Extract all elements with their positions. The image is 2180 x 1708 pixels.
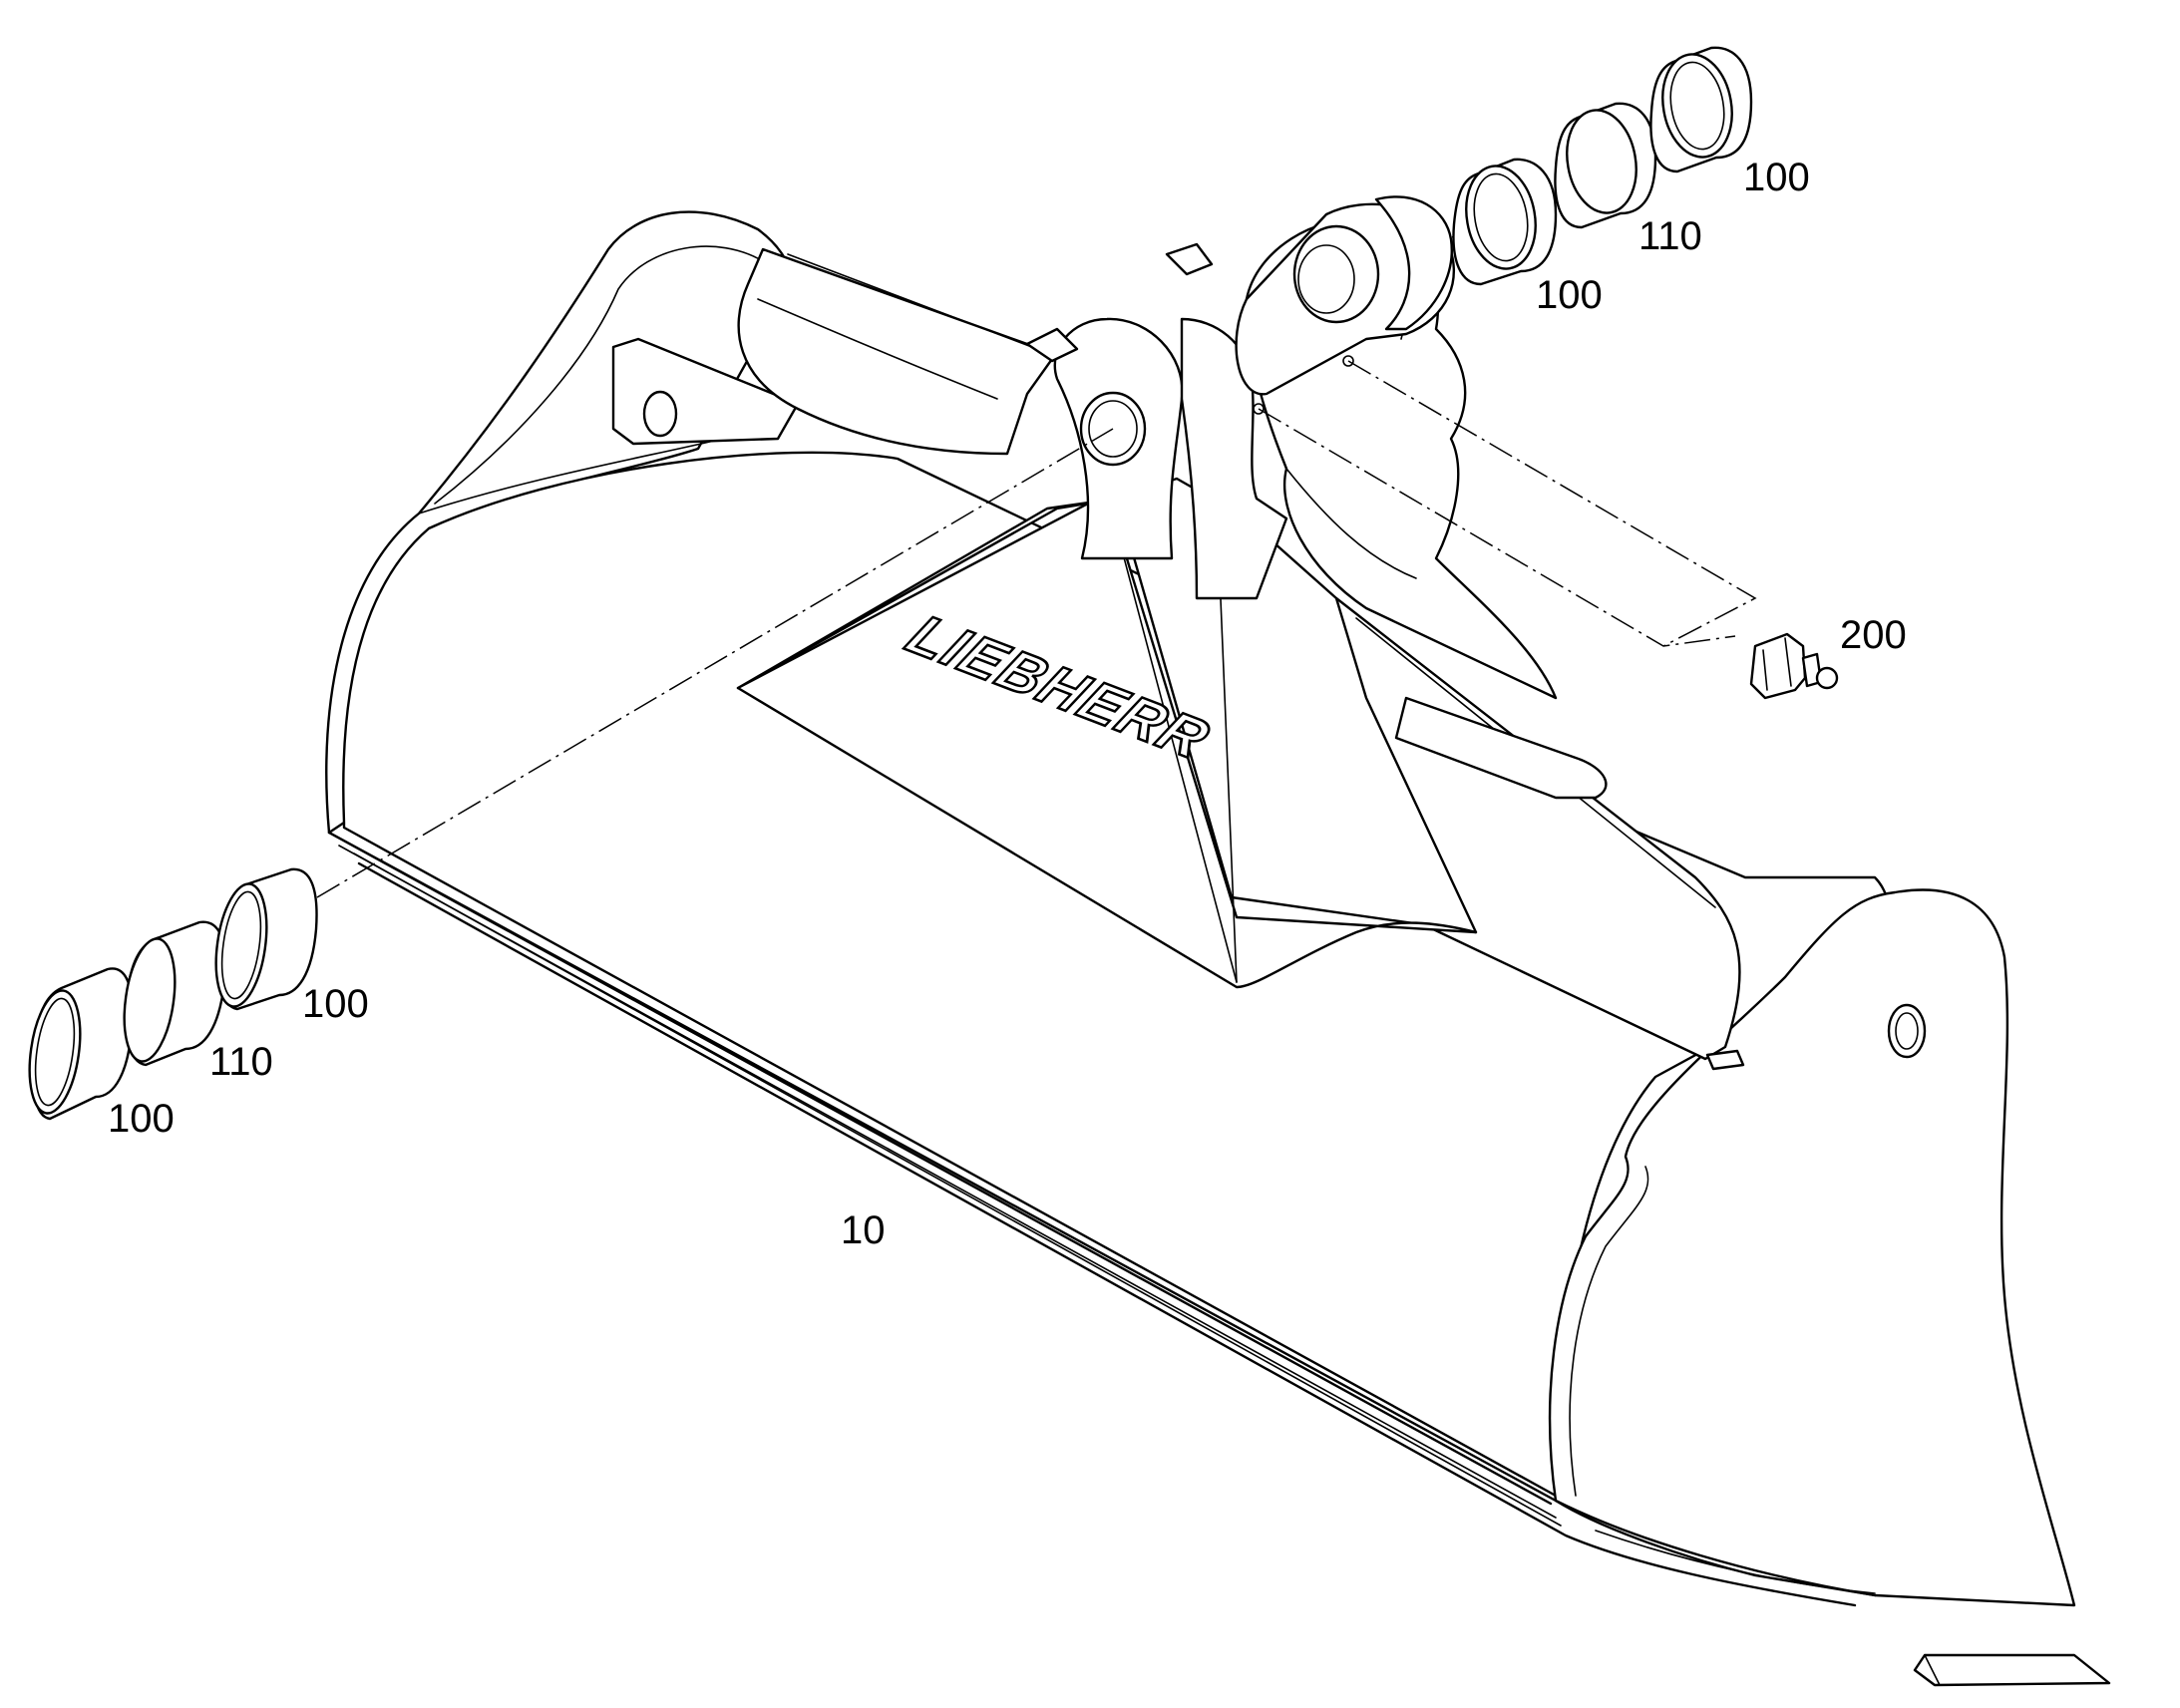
side-plate-hole: [1887, 1003, 1927, 1059]
callout-bushing-right-outer: 100: [1743, 156, 1810, 199]
bucket-tooth-tip: [1913, 1653, 2111, 1687]
small-tab: [1705, 1049, 1745, 1071]
callout-bushing-left-outer: 100: [108, 1097, 175, 1141]
callout-shim-left: 110: [209, 1040, 273, 1084]
callout-shim-right: 110: [1638, 214, 1702, 258]
lube-hole-1: [1342, 355, 1354, 367]
bushing-right-inner: [1452, 158, 1558, 286]
axis-front-pin: [316, 428, 1114, 898]
bushing-left-inner: [214, 867, 318, 1011]
left-bushing-set: [28, 867, 318, 1121]
bucket-body: LIEBHERR: [325, 195, 2111, 1687]
callout-bucket: 10: [841, 1208, 886, 1252]
bucket-right-side-plate: [1548, 888, 2076, 1607]
bushing-left-outer: [28, 967, 134, 1121]
callout-bushing-left-inner: 100: [302, 982, 369, 1026]
gusset-plate: [736, 492, 1478, 989]
right-bushing-set: [1452, 46, 1753, 286]
shim-left: [123, 920, 227, 1067]
shim-right: [1554, 102, 1657, 229]
bushing-right-outer: [1649, 46, 1753, 173]
grease-nipple: [1749, 632, 1839, 700]
lube-hole-2: [1253, 403, 1265, 415]
callout-grease-nipple: 200: [1840, 613, 1907, 657]
rear-cross-tube: [737, 247, 1054, 456]
callout-bushing-right-inner: 100: [1536, 273, 1603, 317]
axis-grease-upper: [1347, 360, 1757, 647]
axis-grease-lower: [1258, 408, 1736, 647]
callout-labels: 10 100 110 100 100 110 100 200: [108, 156, 1907, 1252]
tube-slot: [1394, 696, 1608, 800]
